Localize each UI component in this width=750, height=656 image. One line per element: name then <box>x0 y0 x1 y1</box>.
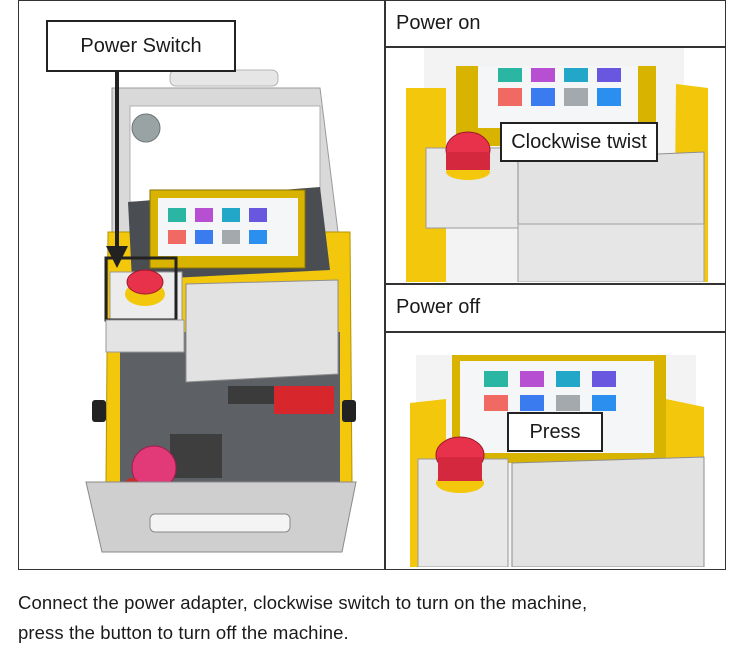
power-on-header: Power on <box>396 12 481 34</box>
power-off-header: Power off <box>396 296 481 318</box>
grid-divider-2 <box>384 283 726 285</box>
instruction-caption: Connect the power adapter, clockwise swi… <box>18 588 726 648</box>
figure-grid <box>18 0 726 570</box>
arrow-shaft <box>115 72 119 252</box>
grid-divider-1 <box>384 46 726 48</box>
clockwise-twist-callout: Clockwise twist <box>500 122 658 162</box>
screen-tiles-off <box>484 371 616 411</box>
grid-divider-vertical <box>384 0 386 570</box>
arrow-head <box>106 246 128 268</box>
grid-divider-3 <box>384 331 726 333</box>
caption-line-1: Connect the power adapter, clockwise swi… <box>18 592 588 613</box>
press-callout: Press <box>507 412 603 452</box>
machine-illustration <box>85 69 357 553</box>
screen-tiles-on <box>498 68 621 106</box>
clockwise-twist-label: Clockwise twist <box>511 130 647 153</box>
power-switch-label: Power Switch <box>80 34 202 57</box>
power-on-photo <box>406 48 708 282</box>
power-switch-callout: Power Switch <box>46 20 236 72</box>
caption-line-2: press the button to turn off the machine… <box>18 622 349 643</box>
screen-tiles <box>168 208 267 244</box>
press-label: Press <box>529 420 581 443</box>
power-off-photo <box>410 355 705 567</box>
